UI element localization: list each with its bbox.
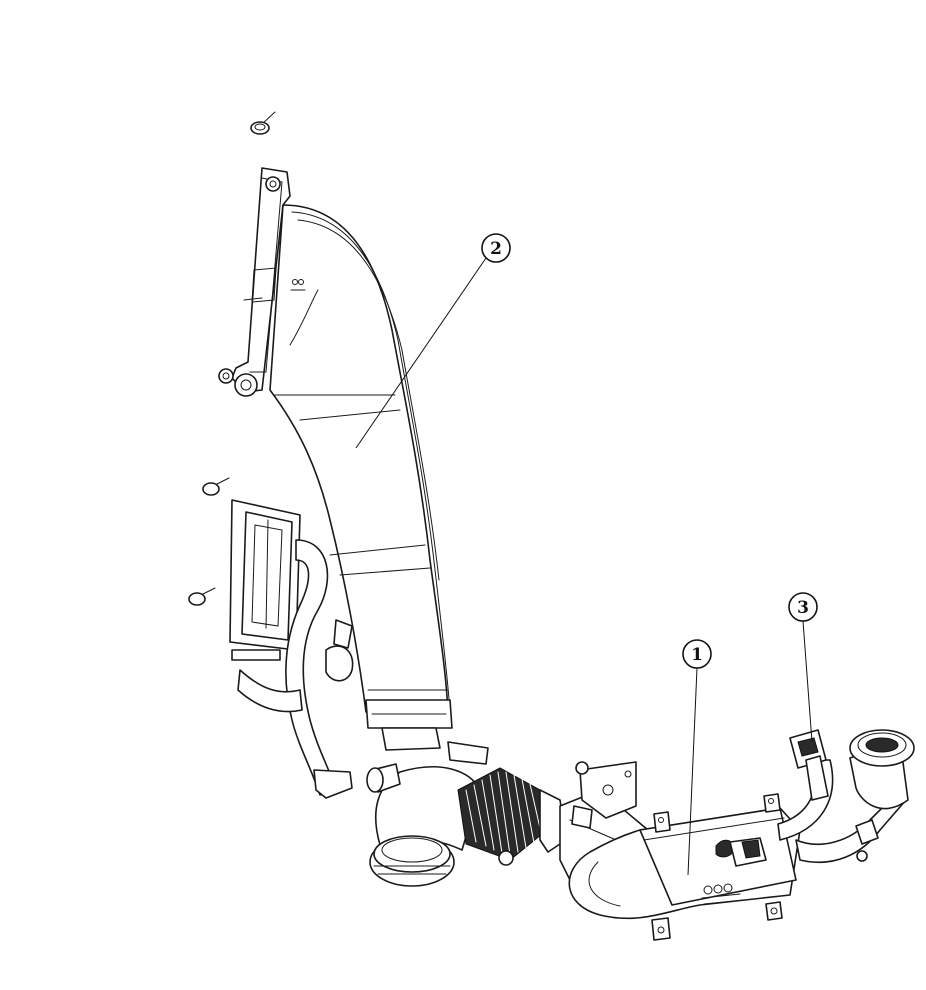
outlet-duct [795, 729, 915, 864]
callout-2: 2 [355, 233, 511, 449]
cooler-body-part-1 [568, 793, 801, 941]
duct-side-connector [325, 619, 354, 682]
callout-2-circle [481, 233, 511, 263]
callout-1: 1 [682, 639, 712, 876]
callout-3-label: 3 [797, 598, 809, 618]
callout-3: 3 [788, 592, 818, 743]
left-bracket [188, 477, 353, 799]
elbow-hose [366, 741, 489, 887]
callout-3-circle [788, 592, 818, 622]
screw-top [250, 111, 276, 135]
callout-1-circle [682, 639, 712, 669]
hose-part-3 [777, 729, 834, 841]
callout-1-label: 1 [691, 645, 703, 665]
corrugated-bellows [457, 767, 567, 866]
callout-2-label: 2 [490, 239, 502, 259]
air-duct-part-2 [218, 167, 453, 751]
